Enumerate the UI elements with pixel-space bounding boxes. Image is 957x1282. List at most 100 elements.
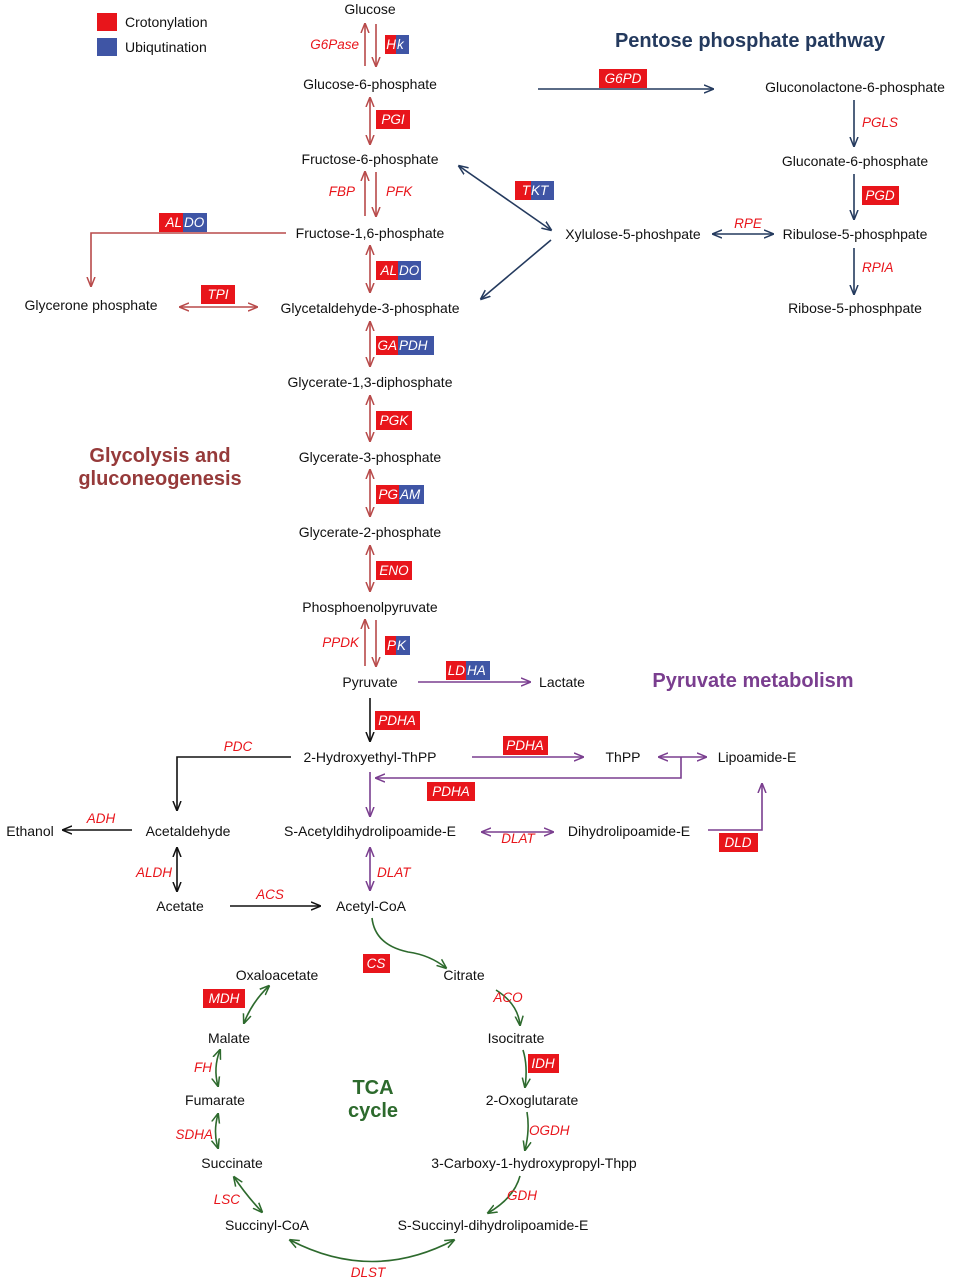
svg-text:PDH: PDH (399, 338, 428, 353)
badge-aldo-branch: AL DO (159, 213, 207, 232)
enzyme-dlat-horizontal: DLAT (501, 831, 536, 846)
enzyme-aldh: ALDH (135, 865, 172, 880)
svg-text:DO: DO (184, 215, 205, 230)
svg-text:H: H (386, 37, 396, 52)
metabolite-oxaloacetate: Oxaloacetate (236, 967, 319, 983)
enzyme-g6pase: G6Pase (310, 37, 359, 52)
enzyme-gdh: GDH (507, 1188, 537, 1203)
svg-text:KT: KT (531, 183, 550, 198)
badge-dld: DLD (719, 833, 758, 852)
metabolite-dihydrolipoamide-e: Dihydrolipoamide-E (568, 823, 690, 839)
svg-text:DO: DO (399, 263, 420, 278)
metabolite-ethanol: Ethanol (6, 823, 53, 839)
enzyme-rpia: RPIA (862, 260, 894, 275)
legend: Crotonylation Ubiqutination (97, 13, 208, 56)
enzyme-adh: ADH (86, 811, 116, 826)
enzyme-pgls: PGLS (862, 115, 898, 130)
metabolite-lipoamide-e: Lipoamide-E (718, 749, 797, 765)
badge-eno: ENO (376, 561, 412, 580)
badge-pgam: PG AM (376, 485, 424, 504)
badge-pgd: PGD (862, 186, 899, 205)
svg-text:AL: AL (379, 263, 397, 278)
metabolite-acetaldehyde: Acetaldehyde (146, 823, 231, 839)
svg-text:G6PD: G6PD (605, 71, 642, 86)
metabolite-fructose-6-phosphate: Fructose-6-phosphate (302, 151, 439, 167)
svg-text:PDHA: PDHA (378, 713, 416, 728)
enzyme-ppdk: PPDK (322, 635, 360, 650)
metabolite-ribose-5-phosphate: Ribose-5-phosphpate (788, 300, 922, 316)
section-title-tca-line2: cycle (348, 1100, 398, 1122)
badge-pk: P K (385, 636, 410, 655)
badge-aldo-main: AL DO (376, 261, 421, 280)
badge-pgi: PGI (376, 110, 410, 129)
metabolite-ribulose-5-phosphate: Ribulose-5-phosphpate (783, 226, 928, 242)
enzyme-labels: G6Pase FBP PFK PPDK PGLS RPE RPIA PDC AD… (86, 37, 898, 1280)
pentose-arrows (459, 89, 854, 299)
svg-text:TPI: TPI (207, 287, 228, 302)
tca-arrows (216, 917, 529, 1263)
enzyme-lsc: LSC (214, 1192, 241, 1207)
metabolite-pyruvate: Pyruvate (342, 674, 397, 690)
badge-tkt: T KT (515, 181, 554, 200)
badge-pgk: PGK (376, 411, 412, 430)
svg-text:PGK: PGK (380, 413, 410, 428)
enzyme-acs: ACS (255, 887, 284, 902)
metabolite-gluconate-6-phosphate: Gluconate-6-phosphate (782, 153, 929, 169)
svg-text:PGD: PGD (865, 188, 895, 203)
fermentation-arrows (63, 698, 370, 906)
svg-text:AM: AM (399, 487, 421, 502)
badge-gapdh: GA PDH (376, 336, 434, 355)
metabolite-lactate: Lactate (539, 674, 585, 690)
svg-text:P: P (387, 638, 396, 653)
svg-text:K: K (397, 638, 407, 653)
metabolite-s-acetyldihydrolipoamide-e: S-Acetyldihydrolipoamide-E (284, 823, 456, 839)
svg-text:GA: GA (377, 338, 397, 353)
metabolite-glycerate-3-phosphate: Glycerate-3-phosphate (299, 449, 442, 465)
enzyme-aco: ACO (492, 990, 523, 1005)
svg-text:MDH: MDH (209, 991, 240, 1006)
svg-text:T: T (522, 183, 532, 198)
enzyme-rpe: RPE (734, 216, 763, 231)
metabolite-gluconolactone-6-phosphate: Gluconolactone-6-phosphate (765, 79, 945, 95)
enzyme-fh: FH (194, 1060, 212, 1075)
section-title-pentose: Pentose phosphate pathway (615, 30, 886, 52)
svg-text:LD: LD (448, 663, 466, 678)
svg-text:PDHA: PDHA (506, 738, 544, 753)
svg-text:PDHA: PDHA (432, 784, 470, 799)
metabolite-citrate: Citrate (443, 967, 484, 983)
metabolite-malate: Malate (208, 1030, 250, 1046)
enzyme-sdha: SDHA (175, 1127, 213, 1142)
metabolite-glycerone-phosphate: Glycerone phosphate (24, 297, 157, 313)
metabolite-3-carboxy-1-hydroxypropyl-thpp: 3-Carboxy-1-hydroxypropyl-Thpp (431, 1155, 637, 1171)
badge-cs: CS (363, 954, 390, 973)
badge-g6pd: G6PD (599, 69, 647, 88)
enzyme-fbp: FBP (329, 184, 355, 199)
badge-pdha-main: PDHA (375, 711, 420, 730)
badge-hk: H k (385, 35, 409, 54)
enzyme-dlat-vertical: DLAT (377, 865, 412, 880)
enzyme-pdc: PDC (224, 739, 253, 754)
metabolite-isocitrate: Isocitrate (488, 1030, 545, 1046)
enzyme-dlst: DLST (351, 1265, 387, 1280)
glycolysis-arrows (91, 24, 376, 666)
enzyme-ogdh: OGDH (529, 1123, 570, 1138)
svg-text:DLD: DLD (724, 835, 751, 850)
legend-label-crotonylation: Crotonylation (125, 14, 208, 30)
metabolite-succinyl-coa: Succinyl-CoA (225, 1217, 310, 1233)
metabolite-2-hydroxyethyl-thpp: 2-Hydroxyethyl-ThPP (303, 749, 436, 765)
metabolite-acetyl-coa: Acetyl-CoA (336, 898, 407, 914)
section-title-tca-line1: TCA (352, 1077, 393, 1099)
metabolite-fructose-1-6-phosphate: Fructose-1,6-phosphate (296, 225, 445, 241)
legend-swatch-ubiquitination (97, 38, 117, 56)
badge-pdha-thpp: PDHA (503, 736, 548, 755)
legend-swatch-crotonylation (97, 13, 117, 31)
badge-idh: IDH (528, 1054, 559, 1073)
metabolite-glycerate-2-phosphate: Glycerate-2-phosphate (299, 524, 442, 540)
metabolite-glucose-6-phosphate: Glucose-6-phosphate (303, 76, 437, 92)
metabolite-succinate: Succinate (201, 1155, 263, 1171)
svg-text:AL: AL (164, 215, 182, 230)
pyruvate-arrows (370, 682, 762, 890)
enzyme-badges: H k PGI AL DO AL DO TPI GA PDH (159, 35, 899, 1073)
metabolite-fumarate: Fumarate (185, 1092, 245, 1108)
